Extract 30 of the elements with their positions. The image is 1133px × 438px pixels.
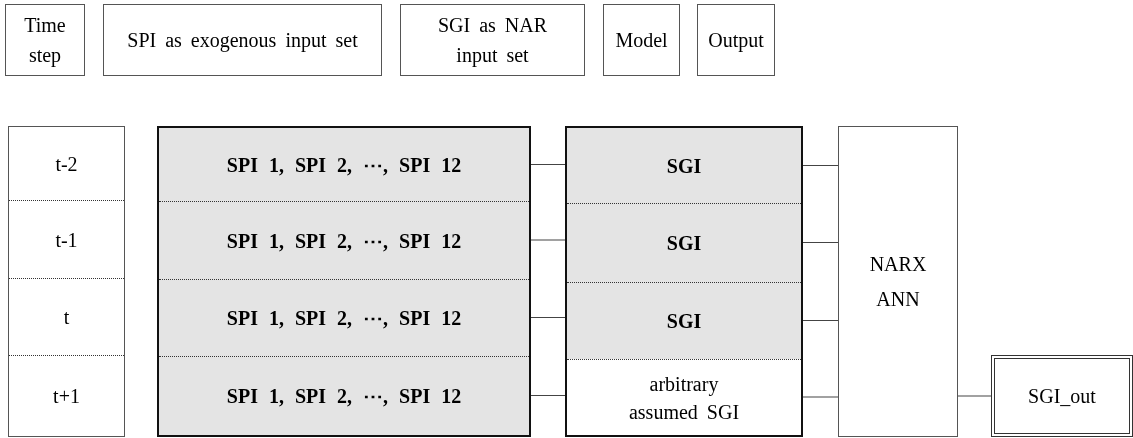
connector-line [528,239,568,241]
connector-line [528,316,568,319]
connector-line [957,395,992,397]
model-box: NARX ANN [838,126,958,437]
connector-line [800,241,839,244]
input-set-panel [157,126,531,437]
header-box: SPI as exogenous input set [103,4,382,76]
header-box: SGI as NAR input set [400,4,585,76]
time-step-column [8,126,125,437]
connector-line [528,163,568,166]
input-row: SPI 1, SPI 2, ⋯, SPI 12 [159,128,529,201]
input-row: SGI [567,128,801,203]
time-step-cell: t [9,278,124,355]
header-box: Output [697,4,775,76]
connector-line [800,164,839,167]
input-set-panel [565,126,803,437]
input-row: SPI 1, SPI 2, ⋯, SPI 12 [159,279,529,356]
input-row: SPI 1, SPI 2, ⋯, SPI 12 [159,201,529,279]
connector-line [800,319,839,322]
header-box: Time step [5,4,85,76]
time-step-cell: t-1 [9,200,124,278]
time-step-cell: t-2 [9,127,124,200]
input-row: SGI [567,203,801,282]
connector-line [528,394,568,397]
time-step-cell: t+1 [9,355,124,436]
input-row: SGI [567,282,801,359]
output-box: SGI_out [991,355,1133,437]
connector-line [800,396,839,398]
input-row: SPI 1, SPI 2, ⋯, SPI 12 [159,356,529,435]
header-box: Model [603,4,680,76]
